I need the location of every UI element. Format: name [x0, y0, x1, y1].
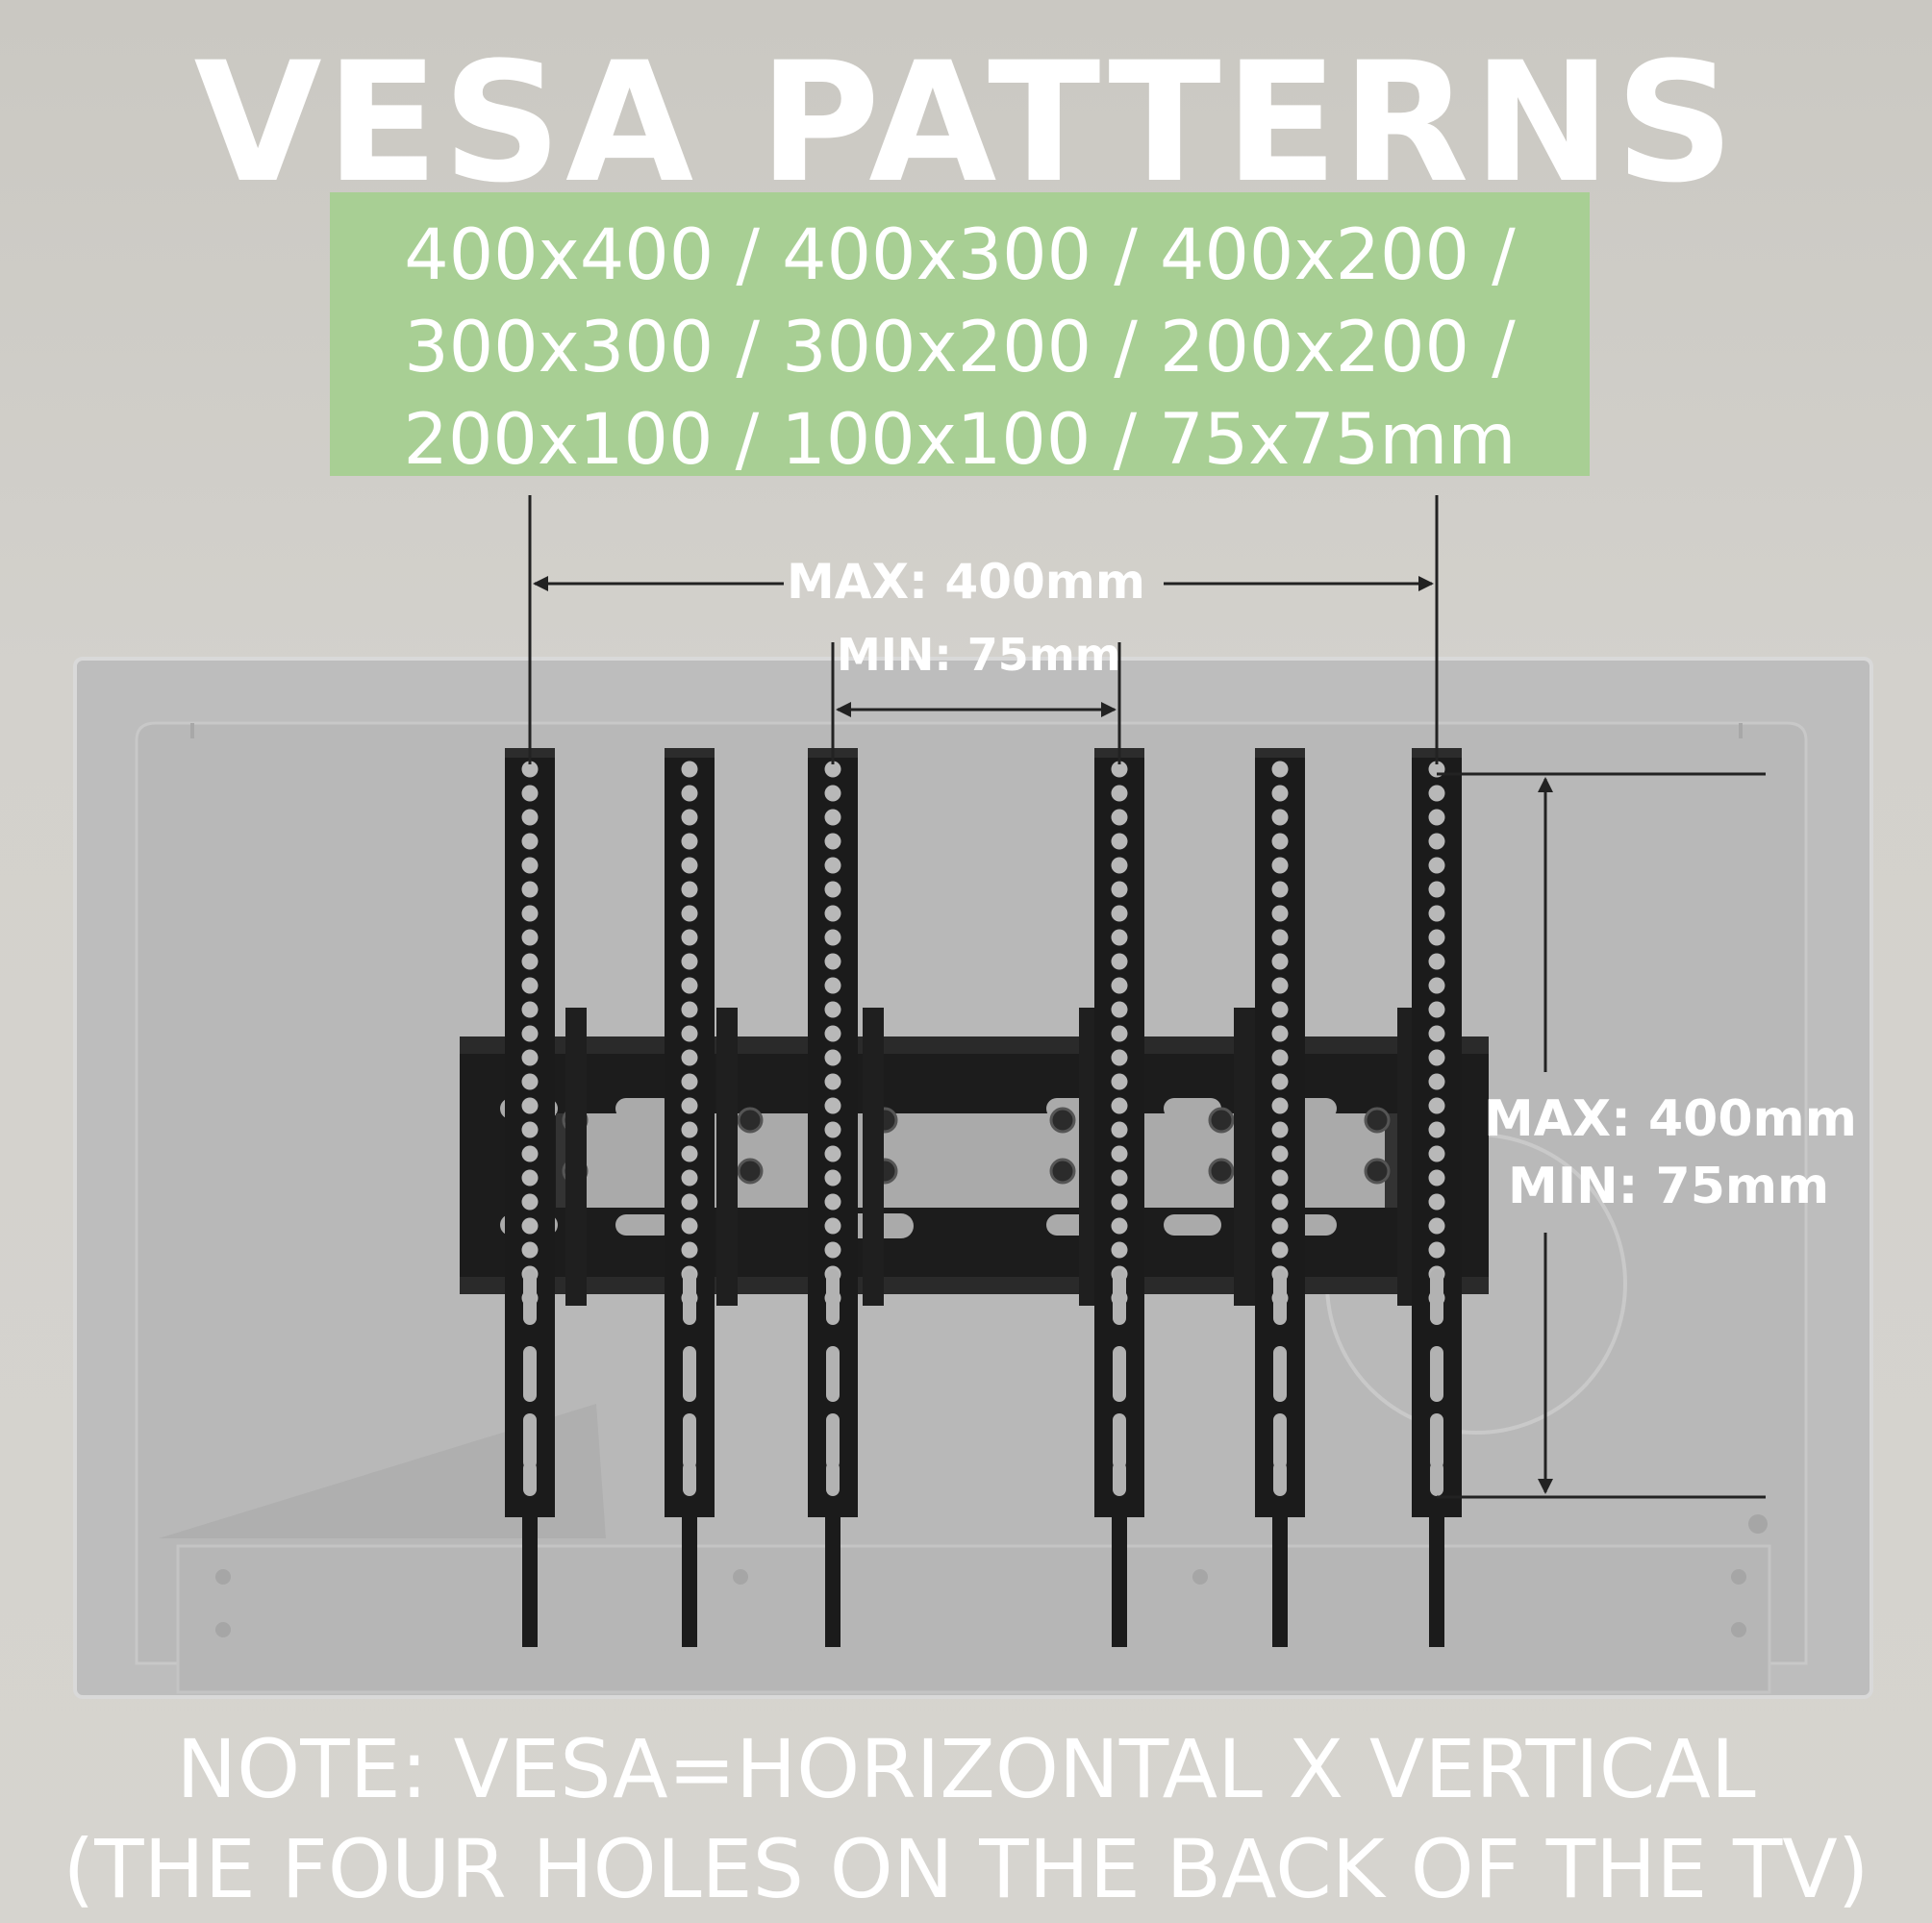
mounting-arm — [505, 748, 555, 1647]
mounting-arm — [808, 748, 858, 1647]
horizontal-max-label: MAX: 400mm — [787, 554, 1145, 610]
vertical-dimension — [1437, 772, 1766, 1499]
mounting-arm — [1094, 748, 1144, 1647]
note-line-2: (THE FOUR HOLES ON THE BACK OF THE TV) — [63, 1822, 1869, 1916]
note-line-1: NOTE: VESA=HORIZONTAL X VERTICAL — [176, 1722, 1756, 1816]
vesa-patterns-line-1: 400x400 / 400x300 / 400x200 / — [404, 214, 1516, 296]
vesa-patterns-box: 400x400 / 400x300 / 400x200 / 300x300 / … — [330, 192, 1590, 481]
horizontal-min-label: MIN: 75mm — [837, 629, 1121, 681]
wall-plate — [460, 1008, 1489, 1306]
mounting-arm — [1412, 748, 1462, 1647]
mounting-arm — [1255, 748, 1305, 1647]
horizontal-dimension — [528, 495, 1439, 764]
vertical-max-label: MAX: 400mm — [1484, 1090, 1857, 1148]
vertical-min-label: MIN: 75mm — [1508, 1158, 1830, 1215]
mounting-arm — [665, 748, 715, 1647]
page-title: VESA PATTERNS — [193, 26, 1739, 219]
vesa-patterns-line-3: 200x100 / 100x100 / 75x75mm — [403, 399, 1517, 481]
vesa-patterns-line-2: 300x300 / 300x200 / 200x200 / — [404, 307, 1516, 388]
